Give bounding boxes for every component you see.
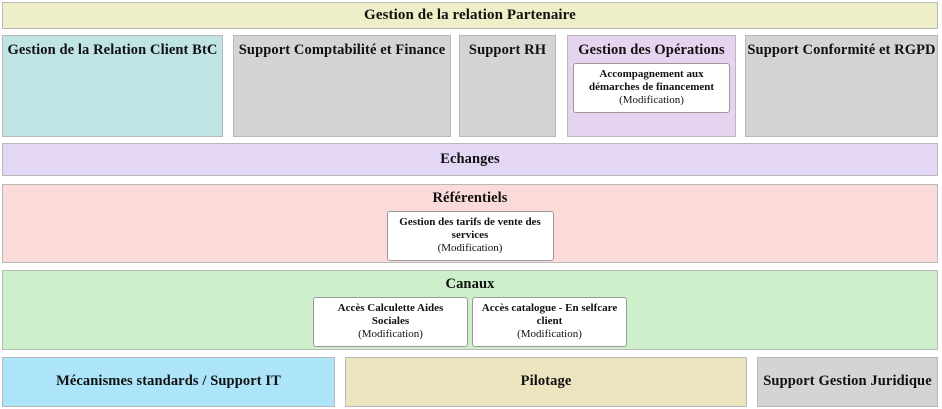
capability-card-acces-catalogue-selfcare-client[interactable]: Accès catalogue - En selfcare client (Mo… [472, 297, 627, 348]
box-title: Gestion de la Relation Client BtC [7, 42, 218, 58]
card-list: Accompagnement aux démarches de financem… [573, 63, 730, 114]
band-referentiels[interactable]: Référentiels Gestion des tarifs de vente… [2, 184, 938, 263]
card-state: (Modification) [358, 328, 423, 341]
band-title: Echanges [440, 150, 500, 167]
card-state: (Modification) [517, 328, 582, 341]
band-canaux[interactable]: Canaux Accès Calculette Aides Sociales (… [2, 270, 938, 350]
box-pilotage[interactable]: Pilotage [345, 357, 747, 407]
box-mecanismes-standards-support-it[interactable]: Mécanismes standards / Support IT [2, 357, 335, 407]
band-echanges[interactable]: Echanges [2, 143, 938, 176]
box-support-gestion-juridique[interactable]: Support Gestion Juridique [757, 357, 938, 407]
capability-card-accompagnement-financement[interactable]: Accompagnement aux démarches de financem… [573, 63, 730, 114]
box-gestion-relation-client-btc[interactable]: Gestion de la Relation Client BtC [2, 35, 223, 137]
card-name: Accès catalogue - En selfcare client [481, 302, 618, 328]
band-title: Gestion de la relation Partenaire [364, 6, 576, 23]
box-gestion-des-operations[interactable]: Gestion des Opérations Accompagnement au… [567, 35, 736, 137]
card-name: Accès Calculette Aides Sociales [337, 302, 444, 328]
card-name: Accompagnement aux démarches de financem… [588, 68, 715, 94]
box-title: Support Conformité et RGPD [747, 42, 936, 58]
box-support-rh[interactable]: Support RH [459, 35, 556, 137]
capability-card-acces-calculette-aides-sociales[interactable]: Accès Calculette Aides Sociales (Modific… [313, 297, 468, 348]
band-title: Référentiels [432, 190, 508, 206]
card-state: (Modification) [437, 242, 503, 255]
box-title: Support Gestion Juridique [763, 373, 932, 390]
card-list: Accès Calculette Aides Sociales (Modific… [313, 297, 627, 348]
box-support-comptabilite-finance[interactable]: Support Comptabilité et Finance [233, 35, 451, 137]
band-title: Canaux [445, 276, 495, 292]
card-name: Gestion des tarifs de vente des services [399, 216, 541, 242]
box-title: Support RH [468, 42, 547, 58]
box-support-conformite-rgpd[interactable]: Support Conformité et RGPD [745, 35, 938, 137]
card-state: (Modification) [619, 94, 684, 107]
box-title: Mécanismes standards / Support IT [56, 373, 281, 390]
box-title: Gestion des Opérations [578, 42, 725, 58]
capability-card-gestion-tarifs-vente-services[interactable]: Gestion des tarifs de vente des services… [386, 211, 554, 262]
band-gestion-relation-partenaire[interactable]: Gestion de la relation Partenaire [2, 2, 938, 29]
box-title: Pilotage [520, 373, 572, 390]
box-title: Support Comptabilité et Finance [238, 42, 446, 58]
card-list: Gestion des tarifs de vente des services… [386, 211, 554, 262]
